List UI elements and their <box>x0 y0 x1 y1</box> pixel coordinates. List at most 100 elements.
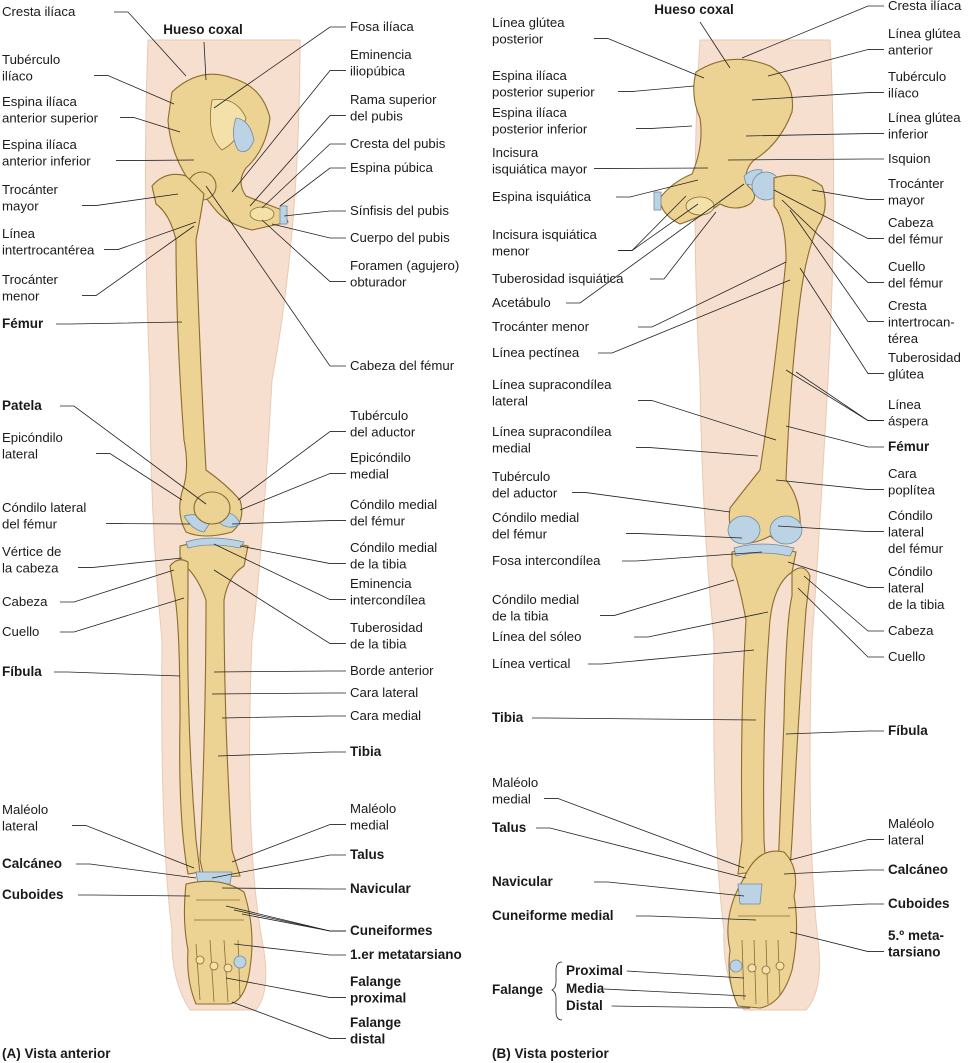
b-fosa-intercondilea-line-1: Fosa intercondílea <box>492 553 601 568</box>
a-cabeza-leader <box>60 569 175 603</box>
a-navicular-line-1: Navicular <box>350 881 412 896</box>
a-maleolo-lateral-leader <box>72 825 195 869</box>
a-hueso-coxal-leader <box>203 41 207 81</box>
b-cuboides-line-1: Cuboides <box>888 896 950 911</box>
a-epicondilo-medial-leader <box>239 473 346 511</box>
b-cresta-intertrocan-terea-leader <box>789 209 884 322</box>
b-tibia-label: Tibia <box>492 710 524 725</box>
b-trocanter-mayor-line-2: mayor <box>888 193 925 208</box>
b-espina-iliaca-posterior-inferior-line-1: Espina ilíaca <box>492 105 567 120</box>
a-eminencia-iliopubica-leader <box>231 70 346 193</box>
b-cresta-iliaca-line-1: Cresta ilíaca <box>888 0 962 13</box>
b-linea-supracondilea-lateral-leader <box>638 400 777 441</box>
a-tuberculo-del-aductor-leader <box>237 431 346 501</box>
b-cuello-label: Cuello <box>888 649 925 664</box>
a-vertice-de-la-cabeza-line-1: Vértice de <box>2 544 61 559</box>
b-femur-line-1: Fémur <box>888 439 930 454</box>
a-cuello-leader <box>60 597 185 633</box>
a-linea-intertrocanterea-line-2: intertrocantérea <box>2 243 95 258</box>
b-incisura-isquiatica-menor-leader <box>618 203 699 251</box>
a-talus-leader <box>211 854 346 879</box>
a-condilo-lateral-del-femur-line-2: del fémur <box>2 517 58 532</box>
a-fibula-leader <box>54 671 181 677</box>
a-tuberculo-iliaco-line-2: ilíaco <box>2 69 33 84</box>
a-trocanter-mayor-line-1: Trocánter <box>2 182 59 197</box>
b-calcaneo-line-1: Calcáneo <box>888 862 948 877</box>
a-espina-pubica-line-1: Espina púbica <box>350 160 434 175</box>
b-linea-del-soleo-label: Línea del sóleo <box>492 629 581 644</box>
a-borde-anterior-label: Borde anterior <box>350 663 434 678</box>
a-eminencia-intercondilea-leader <box>213 543 346 600</box>
b-condilo-lateral-de-la-tibia-line-1: Cóndilo <box>888 564 933 579</box>
a-1-er-metatarsiano-line-1: 1.er metatarsiano <box>350 947 462 962</box>
a-falange-distal-line-2: distal <box>350 1032 385 1047</box>
b-incisura-isquiatica-mayor-line-2: isquiática mayor <box>492 162 588 177</box>
b-linea-supracondilea-lateral-line-1: Línea supracondílea <box>492 377 612 392</box>
b-incisura-isquiatica-mayor-leader <box>594 167 709 169</box>
b-espina-iliaca-posterior-superior-line-1: Espina ilíaca <box>492 68 567 83</box>
a-cabeza-line-1: Cabeza <box>2 594 48 609</box>
b-linea-glutea-anterior-line-2: anterior <box>888 43 933 58</box>
a-trocanter-mayor-leader <box>82 193 179 206</box>
b-linea-pectinea-line-1: Línea pectínea <box>492 345 580 360</box>
b-fosa-intercondilea-leader <box>622 551 763 562</box>
a-navicular-label: Navicular <box>350 881 412 896</box>
b-cuneiforme-medial-line-1: Cuneiforme medial <box>492 908 614 923</box>
b-linea-glutea-inferior-leader <box>745 133 884 137</box>
foot-posterior <box>727 850 798 1009</box>
a-cara-lateral-line-1: Cara lateral <box>350 685 418 700</box>
a-sinfisis-del-pubis-line-1: Sínfisis del pubis <box>350 203 449 218</box>
b-tibia-line-1: Tibia <box>492 710 524 725</box>
b-tuberculo-del-aductor-line-2: del aductor <box>492 486 558 501</box>
b-espina-isquiatica-leader <box>616 179 699 198</box>
a-patela-label: Patela <box>2 398 42 413</box>
b-trocanter-menor-leader <box>638 261 787 328</box>
b-acetabulo-line-1: Acetábulo <box>492 295 551 310</box>
b-trocanter-menor-line-1: Trocánter menor <box>492 319 590 334</box>
b-maleolo-medial-line-1: Maléolo <box>492 775 538 790</box>
b-trocanter-mayor-leader <box>811 189 884 200</box>
a-condilo-medial-de-la-tibia-leader <box>239 545 346 564</box>
a-epicondilo-medial-line-1: Epicóndilo <box>350 450 411 465</box>
a-espina-iliaca-anterior-superior-line-1: Espina ilíaca <box>2 94 77 109</box>
a-cresta-iliaca-label: Cresta ilíaca <box>2 4 76 19</box>
a-patela-line-1: Patela <box>2 398 42 413</box>
a-eminencia-intercondilea-line-1: Eminencia <box>350 576 412 591</box>
b-espina-iliaca-posterior-inferior-leader <box>636 125 693 129</box>
a-tuberculo-iliaco-leader <box>94 75 175 105</box>
b-hueso-coxal-label: Hueso coxal <box>654 2 734 17</box>
b-linea-glutea-posterior-line-2: posterior <box>492 32 544 47</box>
a-talus-line-1: Talus <box>350 847 384 862</box>
a-cara-lateral-leader <box>211 692 346 695</box>
caption-anterior: (A) Vista anterior <box>2 1046 111 1061</box>
a-fibula-label: Fíbula <box>2 664 42 679</box>
a-trocanter-menor-line-1: Trocánter <box>2 272 59 287</box>
b-5-meta-tarsiano-leader <box>789 931 884 952</box>
a-cuboides-line-1: Cuboides <box>2 887 64 902</box>
b-linea-pectinea-label: Línea pectínea <box>492 345 580 360</box>
hip-bone-anterior <box>167 73 289 231</box>
b-incisura-isquiatica-menor-line-2: menor <box>492 244 530 259</box>
a-cabeza-label: Cabeza <box>2 594 48 609</box>
b-cresta-intertrocan-terea-line-2: intertrocan- <box>888 315 955 330</box>
a-falange-distal-leader <box>231 1001 346 1039</box>
b-cara-poplitea-line-2: poplítea <box>888 483 936 498</box>
a-calcaneo-line-1: Calcáneo <box>2 856 62 871</box>
